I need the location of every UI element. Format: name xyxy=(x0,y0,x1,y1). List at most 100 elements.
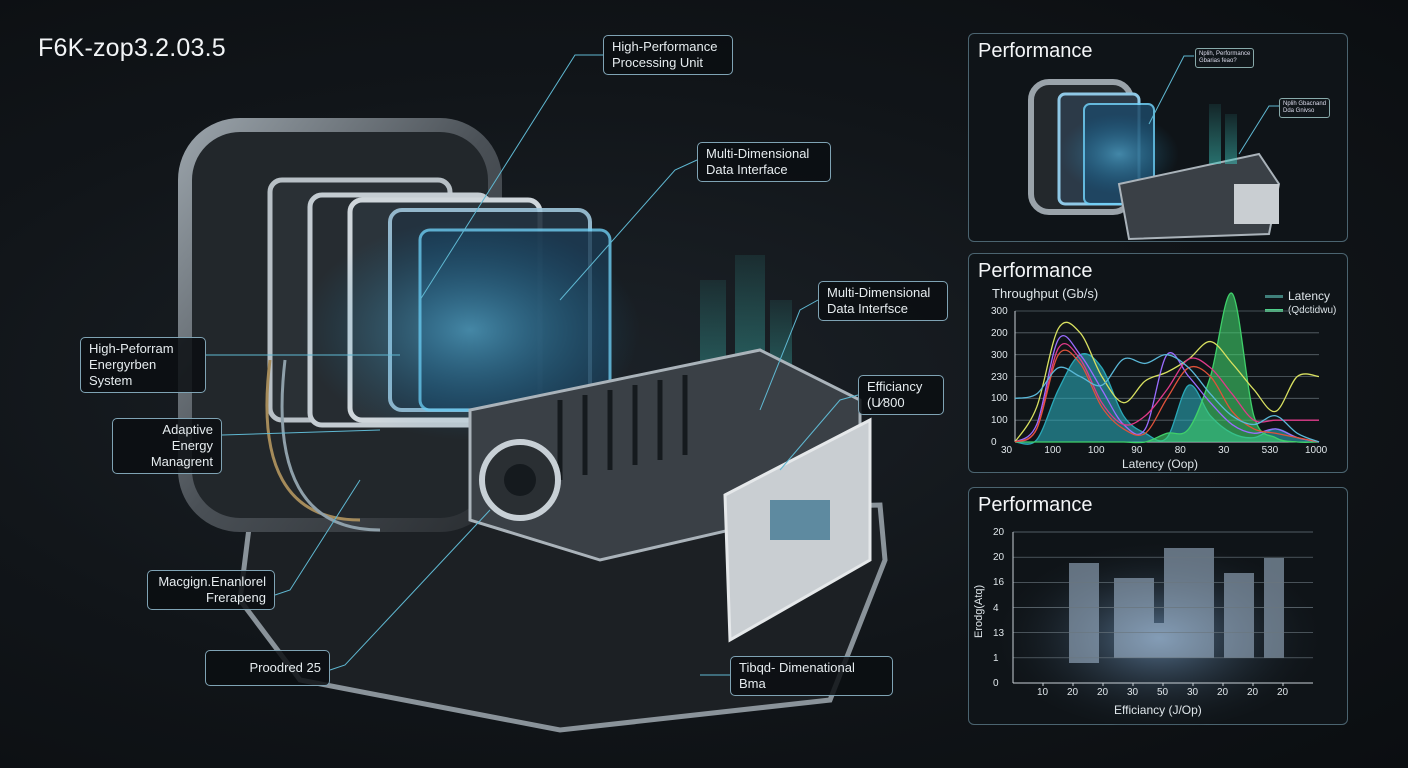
callout-proodred: Proodred 25 xyxy=(205,650,330,686)
series-area-0 xyxy=(1015,353,1319,445)
equipment-silhouettes xyxy=(1069,548,1284,663)
x-tick-label: 50 xyxy=(1157,687,1169,698)
callout-text: Processing Unit xyxy=(612,55,704,70)
x-tick-label: 30 xyxy=(1001,445,1013,456)
chart-xlabel: Latency (Oop) xyxy=(1122,457,1199,471)
callout-adaptive-energy: Adaptive Energy Managrent xyxy=(112,418,222,474)
chart-ylabel: Throughput (Gb/s) xyxy=(992,286,1099,301)
y-tick-label: 200 xyxy=(991,327,1008,339)
legend-item-second: (Qdctidwu) xyxy=(1265,305,1336,316)
y-tick-label: 20 xyxy=(993,527,1005,538)
y-tick-label: 1 xyxy=(993,652,999,664)
callout-text: High-Peforram xyxy=(89,341,174,356)
cable xyxy=(265,359,361,522)
cable xyxy=(280,359,381,532)
x-tick-label: 30 xyxy=(1127,687,1139,698)
chart-ylabel: Erodg(Atq) xyxy=(973,584,985,638)
heatsink-fins xyxy=(557,375,688,480)
x-tick-label: 20 xyxy=(1217,687,1229,698)
series-line-4 xyxy=(1014,342,1319,443)
callout-text: Tibqd- Dimenational xyxy=(739,660,855,675)
callout-text: Macgign.Enanlorel xyxy=(158,574,266,589)
y-tick-label: 13 xyxy=(993,627,1005,639)
callout-tibqd: Tibqd- Dimenational Bma xyxy=(730,656,893,696)
series-line-2 xyxy=(1014,321,1320,443)
y-tick-label: 0 xyxy=(991,437,997,448)
front-panel-display xyxy=(770,500,830,540)
callout-text: Frerapeng xyxy=(206,590,266,605)
y-tick-label: 100 xyxy=(991,415,1008,427)
document-title: F6K-zop3.2.03.5 xyxy=(38,34,226,62)
mini-callout-text: Gbarias feao? xyxy=(1199,58,1237,64)
callout-text: Multi-Dimensional xyxy=(827,285,931,300)
x-tick-label: 100 xyxy=(1087,445,1105,456)
legend-item-latency: Latency xyxy=(1265,289,1330,303)
y-tick-label: 300 xyxy=(991,349,1008,361)
mini-callout-text: Nplih Gbacnand xyxy=(1283,101,1327,107)
mini-device-illustration xyxy=(1028,55,1281,241)
panel-title: Performance xyxy=(978,494,1093,516)
y-tick-label: 100 xyxy=(991,393,1008,405)
callout-data-interface-2: Multi-Dimensional Data Interfsce xyxy=(818,281,948,321)
legend-label: (Qdctidwu) xyxy=(1288,305,1337,316)
y-tick-label: 4 xyxy=(993,602,999,614)
callout-data-interface-1: Multi-Dimensional Data Interface xyxy=(697,142,831,182)
callout-energy-system: High-Peforram Energyrben System xyxy=(80,337,206,393)
callout-text: Data Interfsce xyxy=(827,301,908,316)
y-tick-label: 20 xyxy=(993,552,1005,564)
series-line-5 xyxy=(1014,349,1320,443)
x-tick-label: 100 xyxy=(1044,445,1062,456)
y-tick-label: 230 xyxy=(991,371,1008,383)
legend-swatch xyxy=(1265,309,1283,312)
callout-text: Multi-Dimensional xyxy=(706,146,810,161)
throughput-chart xyxy=(1014,292,1320,445)
y-tick-label: 16 xyxy=(993,577,1005,589)
callout-text: Managrent xyxy=(150,454,213,469)
chart-xlabel: Efficiancy (J/Op) xyxy=(1114,703,1202,717)
series-line-3 xyxy=(1014,335,1320,443)
panel-title: Performance xyxy=(978,260,1093,282)
panel-title: Performance xyxy=(978,40,1093,62)
callout-text: Proodred 25 xyxy=(249,660,321,675)
callout-efficiency: Efficiancy (U⁄800 xyxy=(858,375,944,415)
x-tick-label: 30 xyxy=(1218,445,1230,456)
callout-macgign: Macgign.Enanlorel Frerapeng xyxy=(147,570,275,610)
series-area-1 xyxy=(1015,293,1319,443)
series-line-1 xyxy=(1015,292,1320,444)
callout-processing-unit: High-Performance Processing Unit xyxy=(603,35,733,75)
mini-callout-text: Nplih, Performance xyxy=(1199,51,1251,57)
y-tick-label: 300 xyxy=(991,306,1008,317)
mini-callout: Nplih Gbacnand Dda Gnivso xyxy=(1279,98,1331,118)
callout-text: Energyrben System xyxy=(89,357,157,388)
mini-callout: Nplih, Performance Gbarias feao? xyxy=(1195,48,1255,68)
legend-label: Latency xyxy=(1288,289,1331,303)
x-tick-label: 530 xyxy=(1261,445,1279,456)
legend-swatch xyxy=(1265,294,1283,298)
panel-performance-top: Performance Nplih, Performance Gbarias f… xyxy=(968,33,1348,242)
callout-text: Efficiancy xyxy=(867,379,923,394)
series-line-6 xyxy=(1014,354,1320,443)
processing-glow xyxy=(300,220,640,440)
x-tick-label: 90 xyxy=(1131,445,1143,456)
x-tick-label: 80 xyxy=(1174,445,1186,456)
callout-leader-lines xyxy=(206,54,859,676)
x-tick-label: 10 xyxy=(1037,687,1049,698)
x-tick-label: 1000 xyxy=(1305,445,1328,456)
x-tick-label: 20 xyxy=(1247,687,1259,698)
callout-text: High-Performance xyxy=(612,39,718,54)
callout-text: Bma xyxy=(739,676,766,691)
x-tick-label: 30 xyxy=(1187,687,1199,698)
efficiency-chart xyxy=(989,528,1329,726)
callout-text: Adaptive Energy xyxy=(162,422,213,453)
x-tick-label: 20 xyxy=(1067,687,1079,698)
callout-text: Data Interface xyxy=(706,162,788,177)
mini-callout-text: Dda Gnivso xyxy=(1283,108,1315,114)
device-base xyxy=(237,502,888,733)
x-tick-label: 20 xyxy=(1097,687,1109,698)
y-tick-label: 0 xyxy=(993,678,999,689)
callout-text: (U⁄800 xyxy=(867,395,905,410)
panel-performance-chart: Performance Throughput (Gb/s) Latency (Q… xyxy=(968,253,1348,473)
x-tick-label: 20 xyxy=(1277,687,1289,698)
